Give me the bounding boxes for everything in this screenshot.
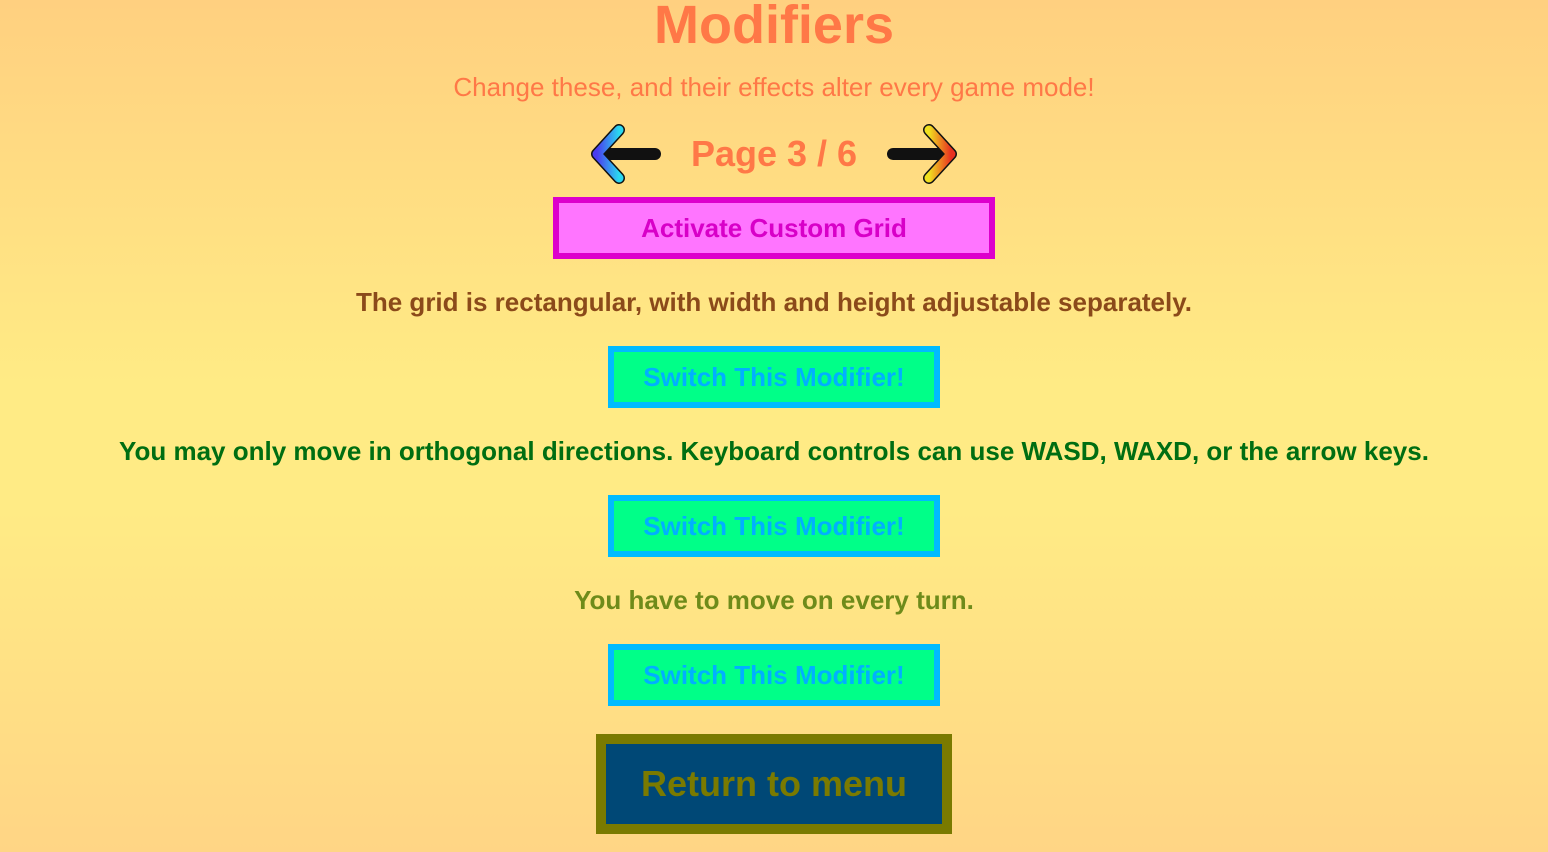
return-to-menu-button[interactable]: Return to menu [596, 734, 952, 834]
pager: Page 3 / 6 [0, 124, 1548, 184]
modifier-description-3: You have to move on every turn. [574, 585, 974, 615]
page-subtitle: Change these, and their effects alter ev… [453, 72, 1095, 102]
switch-modifier-button-3[interactable]: Switch This Modifier! [608, 644, 940, 706]
activate-custom-grid-button[interactable]: Activate Custom Grid [553, 197, 995, 259]
page-title: Modifiers [653, 0, 895, 55]
modifier-description-1: The grid is rectangular, with width and … [355, 287, 1192, 317]
switch-modifier-button-2[interactable]: Switch This Modifier! [608, 495, 940, 557]
arrow-right-icon[interactable] [887, 124, 958, 184]
switch-modifier-button-1[interactable]: Switch This Modifier! [608, 346, 940, 408]
modifier-description-2: You may only move in orthogonal directio… [119, 436, 1429, 466]
page-indicator: Page 3 / 6 [690, 133, 858, 174]
arrow-left-icon[interactable] [590, 124, 661, 184]
